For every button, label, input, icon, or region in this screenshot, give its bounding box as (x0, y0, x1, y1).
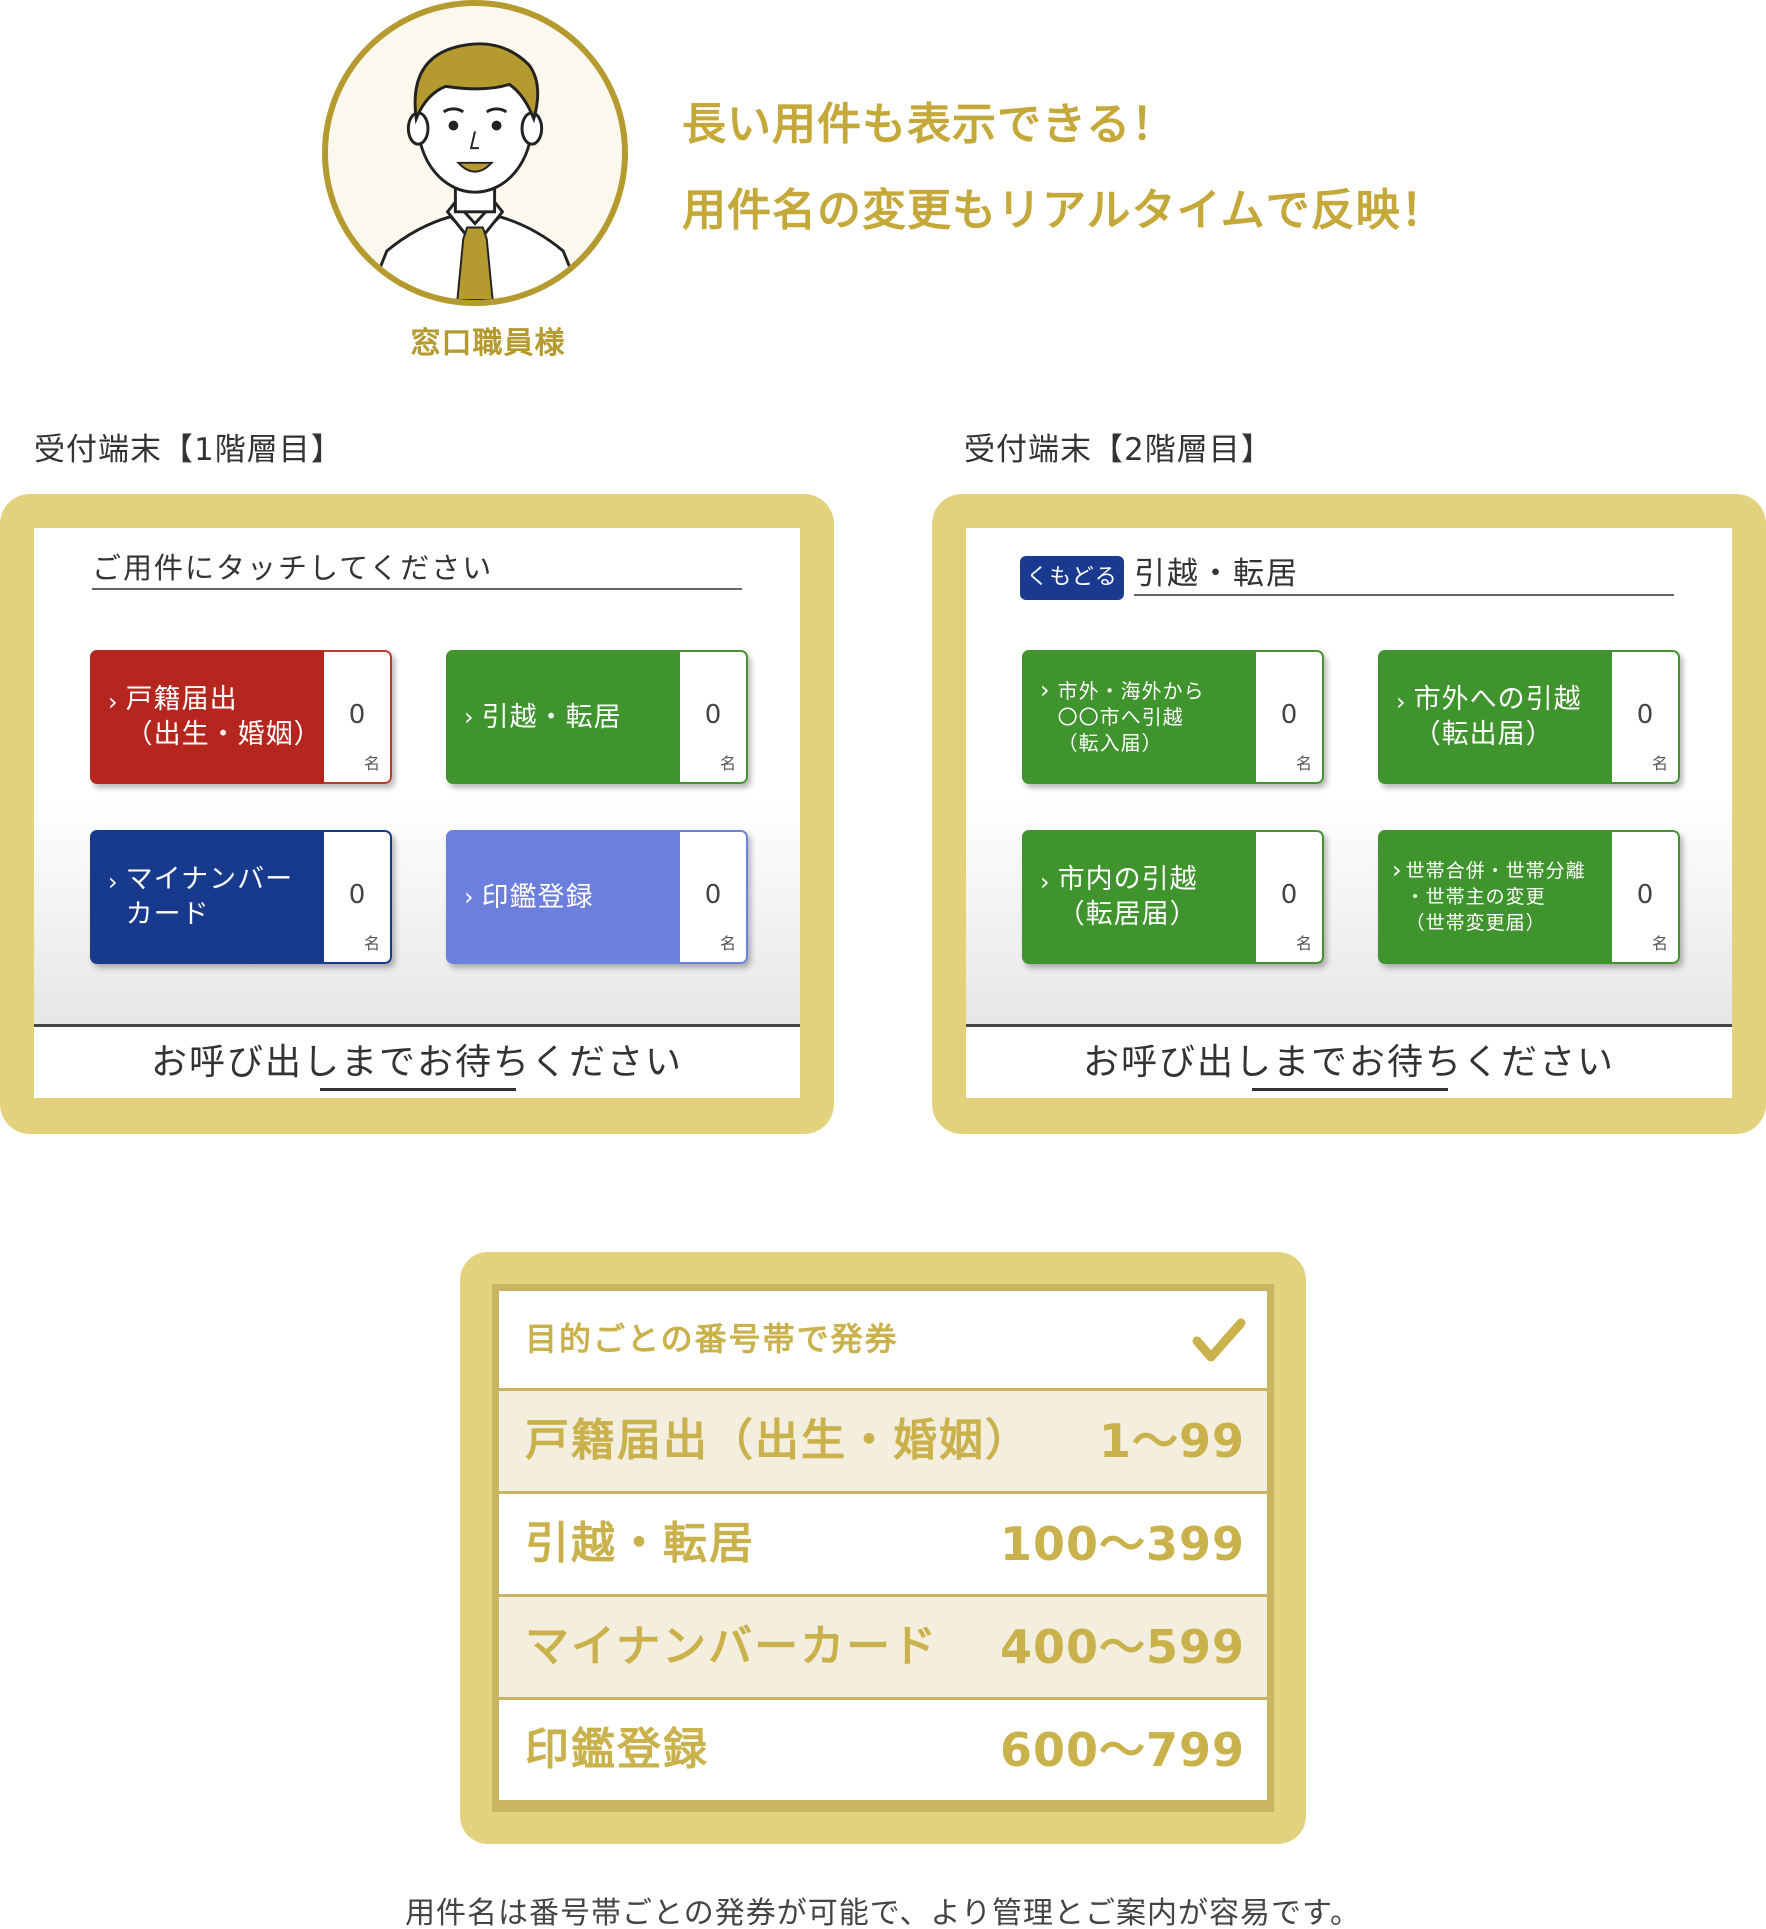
button-tenkyo[interactable]: › 市内の引越 （転居届） 0 名 (1022, 830, 1324, 964)
button-hikkoshi[interactable]: › 引越・転居 0 名 (446, 650, 748, 784)
waiting-count: 0 (1636, 700, 1654, 730)
count-box: 0 名 (1612, 650, 1680, 784)
terminal2-footer: お呼び出しまでお待ちください (1082, 1042, 1615, 1083)
count-box: 0 名 (1612, 830, 1680, 964)
chevron-right-icon: › (464, 883, 474, 911)
button-label: 印鑑登録 (481, 881, 594, 913)
waiting-count: 0 (704, 880, 722, 910)
chevron-right-icon: › (464, 703, 474, 731)
band-row: マイナンバーカード 400〜599 (499, 1597, 1267, 1697)
count-box: 0 名 (324, 830, 392, 964)
count-box: 0 名 (1256, 650, 1324, 784)
terminal2-caption: 受付端末【2階層目】 (964, 432, 1273, 468)
terminal2-header: 引越・転居 (1134, 556, 1674, 596)
terminal1-screen: ご用件にタッチしてください › 戸籍届出 （出生・婚姻） 0 名 › 引越・転居… (34, 528, 800, 1098)
staff-illustration-icon (322, 0, 628, 306)
waiting-count: 0 (348, 880, 366, 910)
number-band-table: 目的ごとの番号帯で発券 戸籍届出（出生・婚姻） 1〜99 引越・転居 100〜3… (492, 1284, 1274, 1812)
terminal-level2: くもどる 引越・転居 › 市外・海外から 〇〇市へ引越 （転入届） 0 名 › … (932, 494, 1766, 1134)
band-row-range: 1〜99 (1098, 1414, 1245, 1468)
button-inkan[interactable]: › 印鑑登録 0 名 (446, 830, 748, 964)
band-row-range: 100〜399 (999, 1517, 1245, 1571)
band-table-title: 目的ごとの番号帯で発券 (525, 1320, 899, 1358)
band-row-range: 600〜799 (999, 1723, 1245, 1777)
count-unit: 名 (719, 754, 736, 773)
count-unit: 名 (1651, 754, 1668, 773)
chevron-right-icon: › (1392, 856, 1402, 884)
button-label: 市外への引越 （転出届） (1413, 684, 1582, 750)
band-table-header: 目的ごとの番号帯で発券 (499, 1291, 1267, 1388)
band-row: 戸籍届出（出生・婚姻） 1〜99 (499, 1391, 1267, 1491)
chevron-right-icon: › (1040, 676, 1050, 704)
headline: 長い用件も表示できる！ 用件名の変更もリアルタイムで反映！ (682, 82, 1446, 254)
headline-line1: 長い用件も表示できる！ (682, 99, 1177, 150)
waiting-count: 0 (1280, 700, 1298, 730)
count-unit: 名 (1295, 934, 1312, 953)
button-tennyu[interactable]: › 市外・海外から 〇〇市へ引越 （転入届） 0 名 (1022, 650, 1324, 784)
band-row-name: マイナンバーカード (525, 1621, 939, 1672)
chevron-right-icon: › (108, 688, 118, 716)
waiting-count: 0 (1636, 880, 1654, 910)
waiting-count: 0 (348, 700, 366, 730)
staff-avatar (322, 0, 628, 306)
count-box: 0 名 (680, 830, 748, 964)
back-button[interactable]: くもどる (1020, 556, 1124, 600)
button-label: 市内の引越 （転居届） (1057, 864, 1198, 930)
button-setai-henko[interactable]: › 世帯合併・世帯分離 ・世帯主の変更 （世帯変更届） 0 名 (1378, 830, 1680, 964)
button-koseki[interactable]: › 戸籍届出 （出生・婚姻） 0 名 (90, 650, 392, 784)
button-label: マイナンバー カード (125, 864, 294, 930)
terminal2-screen: くもどる 引越・転居 › 市外・海外から 〇〇市へ引越 （転入届） 0 名 › … (966, 528, 1732, 1098)
band-row: 引越・転居 100〜399 (499, 1494, 1267, 1594)
button-label: 世帯合併・世帯分離 ・世帯主の変更 （世帯変更届） (1405, 860, 1586, 934)
count-unit: 名 (363, 934, 380, 953)
chevron-right-icon: › (1396, 688, 1406, 716)
terminal-level1: ご用件にタッチしてください › 戸籍届出 （出生・婚姻） 0 名 › 引越・転居… (0, 494, 834, 1134)
count-unit: 名 (719, 934, 736, 953)
headline-line2: 用件名の変更もリアルタイムで反映！ (682, 185, 1446, 236)
chevron-right-icon: › (108, 868, 118, 896)
count-unit: 名 (1295, 754, 1312, 773)
count-box: 0 名 (324, 650, 392, 784)
waiting-count: 0 (1280, 880, 1298, 910)
waiting-count: 0 (704, 700, 722, 730)
button-tenshutsu[interactable]: › 市外への引越 （転出届） 0 名 (1378, 650, 1680, 784)
button-mynumber[interactable]: › マイナンバー カード 0 名 (90, 830, 392, 964)
band-row: 印鑑登録 600〜799 (499, 1700, 1267, 1800)
terminal1-header: ご用件にタッチしてください (92, 550, 742, 590)
button-label: 戸籍届出 （出生・婚姻） (125, 684, 322, 750)
count-box: 0 名 (680, 650, 748, 784)
band-row-range: 400〜599 (999, 1620, 1245, 1674)
chevron-right-icon: › (1040, 868, 1050, 896)
avatar-label: 窓口職員様 (410, 326, 566, 361)
band-row-name: 引越・転居 (525, 1518, 755, 1569)
button-label: 引越・転居 (481, 701, 622, 733)
button-label: 市外・海外から 〇〇市へ引越 （転入届） (1057, 679, 1205, 755)
band-row-name: 戸籍届出（出生・婚姻） (525, 1415, 1031, 1466)
band-row-name: 印鑑登録 (525, 1724, 709, 1775)
check-icon (1192, 1318, 1246, 1362)
count-unit: 名 (363, 754, 380, 773)
count-box: 0 名 (1256, 830, 1324, 964)
number-band-panel: 目的ごとの番号帯で発券 戸籍届出（出生・婚姻） 1〜99 引越・転居 100〜3… (460, 1252, 1306, 1844)
terminal1-caption: 受付端末【1階層目】 (34, 432, 343, 468)
terminal1-footer: お呼び出しまでお待ちください (150, 1042, 683, 1083)
count-unit: 名 (1651, 934, 1668, 953)
bottom-note: 用件名は番号帯ごとの発券が可能で、より管理とご案内が容易です。 (405, 1896, 1361, 1929)
